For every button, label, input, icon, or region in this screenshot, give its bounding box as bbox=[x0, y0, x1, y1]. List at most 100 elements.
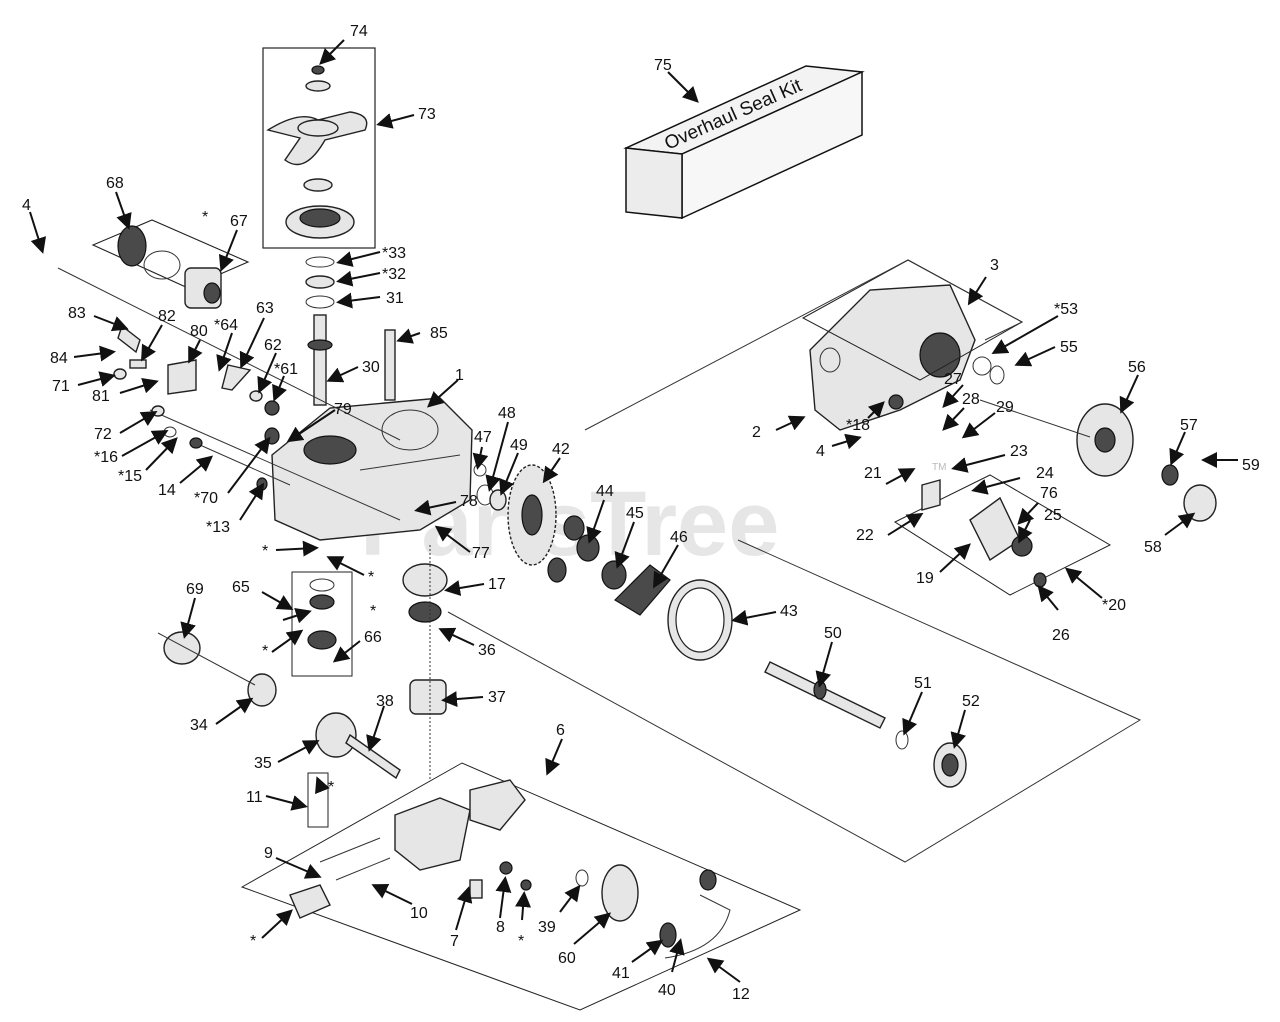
callout-48: 48 bbox=[498, 405, 516, 422]
callout-70: *70 bbox=[194, 490, 218, 507]
callout-74: 74 bbox=[350, 23, 368, 40]
callout-6: 6 bbox=[556, 722, 565, 739]
bottom-assembly bbox=[240, 762, 802, 1011]
callout-83: 83 bbox=[68, 305, 86, 322]
callout-27: 27 bbox=[944, 371, 962, 388]
callout-59: 59 bbox=[1242, 457, 1260, 474]
callout-75: 75 bbox=[654, 57, 672, 74]
callout-13: *13 bbox=[206, 519, 230, 536]
callout-28: 28 bbox=[962, 391, 980, 408]
callout-star-6: * bbox=[518, 933, 524, 950]
callout-57: 57 bbox=[1180, 417, 1198, 434]
callout-23: 23 bbox=[1010, 443, 1028, 460]
callout-4-right: 4 bbox=[816, 443, 825, 460]
callout-71: 71 bbox=[52, 378, 70, 395]
callout-73: 73 bbox=[418, 106, 436, 123]
callout-44: 44 bbox=[596, 483, 614, 500]
callout-63: 63 bbox=[256, 300, 274, 317]
callout-72: 72 bbox=[94, 426, 112, 443]
callout-85: 85 bbox=[430, 325, 448, 342]
callout-69: 69 bbox=[186, 581, 204, 598]
callout-40: 40 bbox=[658, 982, 676, 999]
callout-17: 17 bbox=[488, 576, 506, 593]
callout-14: 14 bbox=[158, 482, 176, 499]
callout-66: 66 bbox=[364, 629, 382, 646]
callout-67: 67 bbox=[230, 213, 248, 230]
callout-2: 2 bbox=[752, 424, 761, 441]
callout-50: 50 bbox=[824, 625, 842, 642]
callout-24: 24 bbox=[1036, 465, 1054, 482]
callout-star-4: * bbox=[370, 603, 376, 620]
callout-55: 55 bbox=[1060, 339, 1078, 356]
callout-37: 37 bbox=[488, 689, 506, 706]
callout-1: 1 bbox=[455, 367, 464, 384]
callout-61: *61 bbox=[274, 361, 298, 378]
fan-pulley-assembly bbox=[262, 47, 376, 249]
callout-49: 49 bbox=[510, 437, 528, 454]
callout-33: *33 bbox=[382, 245, 406, 262]
callout-45: 45 bbox=[626, 505, 644, 522]
callout-16: *16 bbox=[94, 449, 118, 466]
callout-47: 47 bbox=[474, 429, 492, 446]
ring-gear bbox=[667, 579, 733, 661]
callout-42: 42 bbox=[552, 441, 570, 458]
callout-25: 25 bbox=[1044, 507, 1062, 524]
callout-star-3: * bbox=[368, 569, 374, 586]
callout-65: 65 bbox=[232, 579, 250, 596]
guide-lines bbox=[157, 259, 1142, 863]
callout-star-1: * bbox=[202, 209, 208, 226]
wheel-hub bbox=[1076, 403, 1217, 522]
callout-52: 52 bbox=[962, 693, 980, 710]
callout-41: 41 bbox=[612, 965, 630, 982]
callout-9: 9 bbox=[264, 845, 273, 862]
callout-31: 31 bbox=[386, 290, 404, 307]
callout-32: *32 bbox=[382, 266, 406, 283]
callout-15: *15 bbox=[118, 468, 142, 485]
callout-56: 56 bbox=[1128, 359, 1146, 376]
center-components bbox=[163, 563, 448, 828]
callout-79: 79 bbox=[334, 401, 352, 418]
watermark-tm: TM bbox=[932, 462, 946, 473]
callout-78: 78 bbox=[460, 493, 478, 510]
filter-assembly bbox=[91, 219, 250, 309]
overhaul-seal-kit-box: Overhaul Seal Kit bbox=[623, 65, 865, 220]
callout-80: 80 bbox=[190, 323, 208, 340]
callout-68: 68 bbox=[106, 175, 124, 192]
callout-18: *18 bbox=[846, 417, 870, 434]
callout-star-5: * bbox=[262, 643, 268, 660]
callout-labels: 74 73 *33 *32 31 30 1 85 68 * 67 4 83 84… bbox=[22, 23, 1260, 1003]
callout-76: 76 bbox=[1040, 485, 1058, 502]
callout-8: 8 bbox=[496, 919, 505, 936]
callout-20: *20 bbox=[1102, 597, 1126, 614]
callout-64: *64 bbox=[214, 317, 238, 334]
callout-4-left: 4 bbox=[22, 197, 31, 214]
callout-53: *53 bbox=[1054, 301, 1078, 318]
callout-58: 58 bbox=[1144, 539, 1162, 556]
callout-34: 34 bbox=[190, 717, 208, 734]
callout-43: 43 bbox=[780, 603, 798, 620]
callout-38: 38 bbox=[376, 693, 394, 710]
callout-36: 36 bbox=[478, 642, 496, 659]
callout-29: 29 bbox=[996, 399, 1014, 416]
callout-star-7: * bbox=[250, 933, 256, 950]
callout-star-2: * bbox=[262, 543, 268, 560]
callout-81: 81 bbox=[92, 388, 110, 405]
callout-22: 22 bbox=[856, 527, 874, 544]
shaft-seal-stack bbox=[305, 256, 335, 406]
callout-21: 21 bbox=[864, 465, 882, 482]
callout-10: 10 bbox=[410, 905, 428, 922]
callout-35: 35 bbox=[254, 755, 272, 772]
callout-7: 7 bbox=[450, 933, 459, 950]
callout-arrows bbox=[29, 39, 1238, 983]
callout-82: 82 bbox=[158, 308, 176, 325]
callout-30: 30 bbox=[362, 359, 380, 376]
callout-77: 77 bbox=[472, 545, 490, 562]
callout-19: 19 bbox=[916, 570, 934, 587]
callout-26: 26 bbox=[1052, 627, 1070, 644]
callout-3: 3 bbox=[990, 257, 999, 274]
callout-11: 11 bbox=[246, 789, 263, 806]
axle-shaft bbox=[764, 661, 967, 788]
callout-46: 46 bbox=[670, 529, 688, 546]
callout-51: 51 bbox=[914, 675, 932, 692]
